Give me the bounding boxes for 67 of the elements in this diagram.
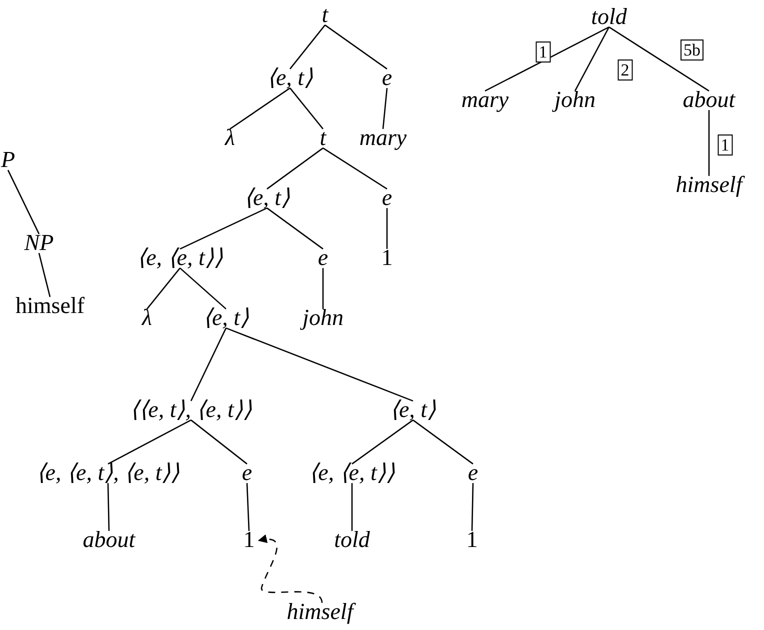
tree-node-label: about (682, 88, 736, 112)
tree-node-label: 1 (380, 246, 394, 270)
tree-branch (386, 208, 388, 249)
dashed-arrow (258, 534, 323, 604)
tree-node-label: λ (141, 306, 153, 330)
tree-branch (230, 88, 290, 130)
tree-node-label: e (466, 460, 480, 486)
tree-branch (190, 328, 227, 402)
tree-node-label: john (554, 88, 596, 112)
tree-branch (484, 26, 610, 92)
tree-node-label: about (82, 528, 136, 552)
tree-branch (322, 268, 324, 309)
tree-node-label: 1 (242, 528, 256, 552)
tree-node-label: NP (23, 230, 55, 256)
tree-node-label: 1 (465, 528, 479, 552)
tree-node-label: t (318, 126, 328, 150)
tree-node-label: himself (286, 600, 354, 624)
tree-node-label: e (380, 186, 394, 210)
tree-node-label: ⟨e, t⟩ (266, 66, 314, 90)
tree-node-label: e (316, 246, 330, 270)
tree-branch (180, 268, 226, 310)
edge-label: 5b (680, 40, 704, 60)
edge-label: 2 (618, 60, 632, 80)
tree-node-label: ⟨e, t⟩ (388, 398, 438, 422)
tree-node-label: ⟨e, ⟨e, t⟩⟩ (308, 460, 396, 486)
tree-branch (190, 420, 248, 464)
tree-branch (146, 268, 180, 310)
tree-branch (7, 170, 40, 234)
tree-branch (180, 207, 268, 250)
tree-branch (266, 148, 324, 190)
tree-branch (351, 483, 353, 531)
tree-branch (471, 483, 474, 531)
tree-branch (608, 26, 710, 92)
tree-branch (322, 148, 388, 190)
tree-node-label: ⟨e, ⟨e, t⟩⟩ (136, 246, 224, 270)
tree-branch (382, 88, 388, 129)
tree-branch (352, 420, 414, 464)
tree-branch (412, 420, 474, 464)
tree-branch (266, 208, 324, 250)
tree-node-label: told (590, 4, 628, 30)
tree-node-label: mary (358, 126, 408, 150)
tree-node-label: himself (14, 294, 86, 318)
edge-label: 1 (536, 42, 550, 62)
tree-node-label: t (320, 2, 330, 28)
tree-node-label: mary (460, 88, 510, 112)
tree-node-label: λ (224, 126, 236, 150)
tree-node-label: told (333, 528, 371, 552)
tree-branch (226, 327, 414, 402)
tree-branch (290, 24, 326, 70)
tree-node-label: e (240, 460, 254, 486)
tree-node-label: ⟨e, ⟨e, t⟩, ⟨e, t⟩⟩ (35, 460, 181, 486)
tree-node-label: e (380, 66, 394, 90)
tree-branch (38, 252, 51, 298)
tree-branch (574, 26, 610, 92)
edge-label: 1 (718, 134, 732, 156)
tree-branch (324, 24, 388, 70)
tree-branch (107, 483, 110, 531)
tree-node-label: ⟨e, t⟩ (242, 186, 292, 210)
tree-branch (246, 483, 250, 531)
tree-node-label: P (0, 148, 16, 172)
tree-branch (708, 110, 710, 176)
tree-branch (290, 88, 324, 130)
tree-node-label: ⟨e, t⟩ (202, 306, 250, 330)
tree-node-label: himself (674, 172, 744, 198)
tree-node-label: ⟨⟨e, t⟩, ⟨e, t⟩⟩ (129, 398, 253, 422)
tree-branch (108, 420, 192, 464)
tree-node-label: john (302, 306, 344, 330)
